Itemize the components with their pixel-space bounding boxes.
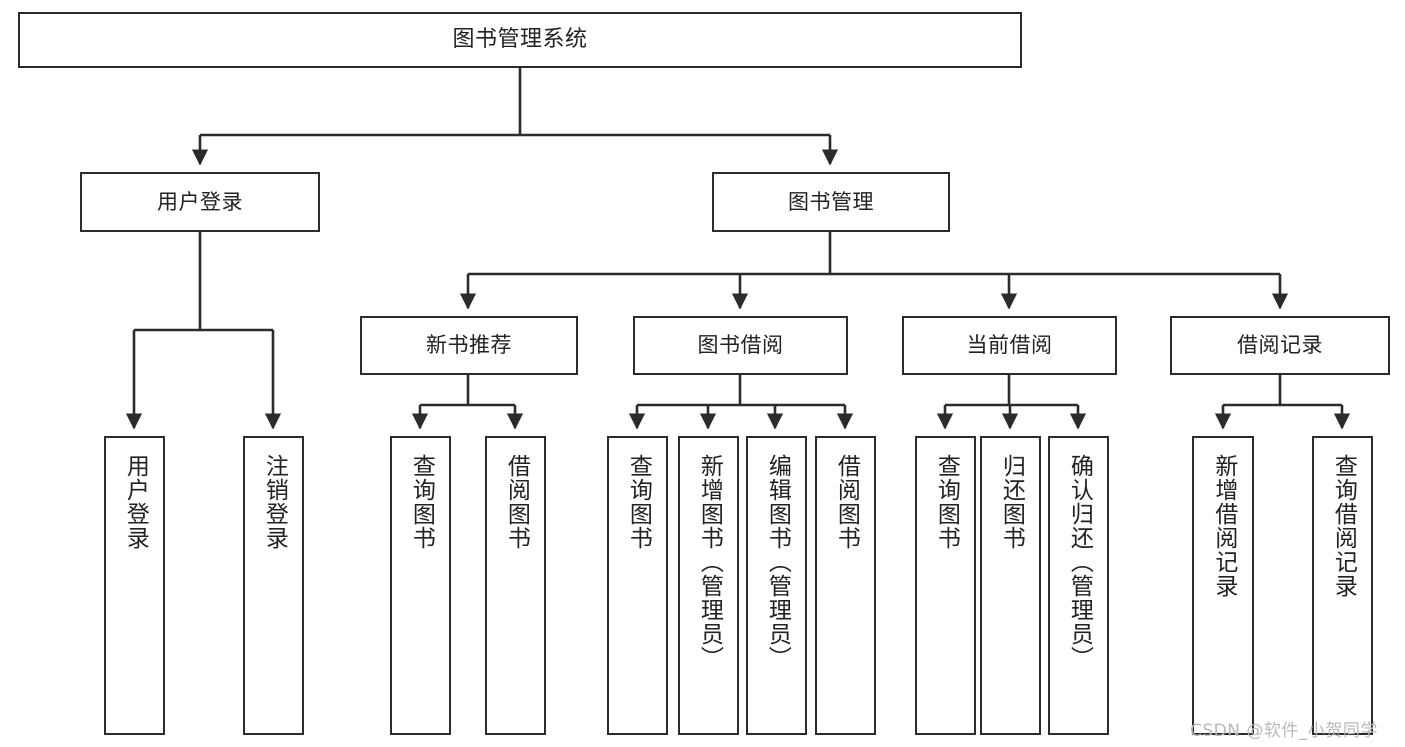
node-label: 查询图书 — [408, 454, 435, 550]
leaf-borrow-book[interactable]: 借阅图书 — [815, 436, 876, 735]
node-label: 图书借阅 — [697, 333, 784, 357]
leaf-query-book-current[interactable]: 查询图书 — [915, 436, 976, 735]
node-new-book-recommend[interactable]: 新书推荐 — [360, 316, 578, 375]
leaf-query-book-recommend[interactable]: 查询图书 — [390, 436, 451, 735]
node-label: 新增图书（管理员） — [696, 454, 723, 670]
node-root-system[interactable]: 图书管理系统 — [18, 12, 1022, 68]
leaf-confirm-return-admin[interactable]: 确认归还（管理员） — [1048, 436, 1109, 735]
leaf-edit-book-admin[interactable]: 编辑图书（管理员） — [746, 436, 807, 735]
leaf-user-login[interactable]: 用户登录 — [104, 436, 165, 735]
node-user-login[interactable]: 用户登录 — [80, 172, 320, 232]
leaf-query-book[interactable]: 查询图书 — [607, 436, 668, 735]
node-label: 注销登录 — [261, 454, 288, 550]
node-current-borrow[interactable]: 当前借阅 — [902, 316, 1117, 375]
node-borrow-record[interactable]: 借阅记录 — [1170, 316, 1390, 375]
leaf-logout[interactable]: 注销登录 — [243, 436, 304, 735]
node-label: 当前借阅 — [966, 333, 1053, 357]
node-label: 查询图书 — [933, 454, 960, 550]
leaf-query-borrow-record[interactable]: 查询借阅记录 — [1312, 436, 1373, 735]
node-label: 借阅图书 — [503, 454, 530, 550]
node-label: 用户登录 — [157, 189, 243, 214]
leaf-return-book[interactable]: 归还图书 — [980, 436, 1041, 735]
node-book-management[interactable]: 图书管理 — [712, 172, 950, 232]
leaf-add-borrow-record[interactable]: 新增借阅记录 — [1192, 436, 1254, 735]
node-label: 用户登录 — [122, 454, 149, 550]
node-label: 借阅图书 — [833, 454, 860, 550]
node-label: 归还图书 — [998, 454, 1025, 550]
node-label: 查询借阅记录 — [1330, 454, 1357, 598]
node-label: 图书管理 — [788, 189, 874, 214]
leaf-borrow-book-recommend[interactable]: 借阅图书 — [485, 436, 546, 735]
node-book-borrow[interactable]: 图书借阅 — [633, 316, 848, 375]
node-label: 图书管理系统 — [452, 27, 588, 52]
node-label: 新书推荐 — [426, 333, 512, 357]
node-label: 新增借阅记录 — [1210, 454, 1237, 598]
node-label: 编辑图书（管理员） — [764, 454, 791, 670]
node-label: 查询图书 — [625, 454, 652, 550]
node-label: 借阅记录 — [1237, 333, 1323, 357]
leaf-add-book-admin[interactable]: 新增图书（管理员） — [678, 436, 739, 735]
watermark-text: CSDN @软件_小贺同学 — [1190, 721, 1378, 741]
node-label: 确认归还（管理员） — [1066, 454, 1093, 670]
